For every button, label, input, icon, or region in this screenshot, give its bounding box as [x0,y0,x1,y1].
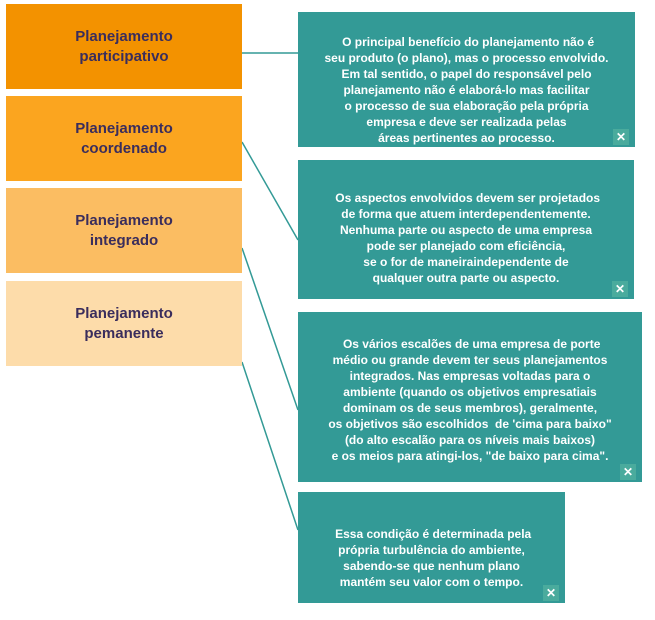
description-text: O principal benefício do planejamento nã… [324,35,609,145]
description-integrado: Os vários escalões de uma empresa de por… [298,312,642,482]
close-icon[interactable]: ✕ [612,281,628,297]
connector-2 [241,141,299,241]
category-participativo[interactable]: Planejamento participativo [6,4,242,89]
description-coordenado: Os aspectos envolvidos devem ser projeta… [298,160,634,299]
connector-3 [241,247,299,411]
description-text: Os aspectos envolvidos devem ser projeta… [335,191,601,285]
description-text: Os vários escalões de uma empresa de por… [328,337,612,463]
category-coordenado[interactable]: Planejamento coordenado [6,96,242,181]
close-icon[interactable]: ✕ [613,129,629,145]
connector-4 [241,361,299,531]
close-icon[interactable]: ✕ [543,585,559,601]
category-integrado[interactable]: Planejamento integrado [6,188,242,273]
close-icon[interactable]: ✕ [620,464,636,480]
category-permanente[interactable]: Planejamento pemanente [6,281,242,366]
description-participativo: O principal benefício do planejamento nã… [298,12,635,147]
description-permanente: Essa condição é determinada pela própria… [298,492,565,603]
description-text: Essa condição é determinada pela própria… [335,527,532,589]
